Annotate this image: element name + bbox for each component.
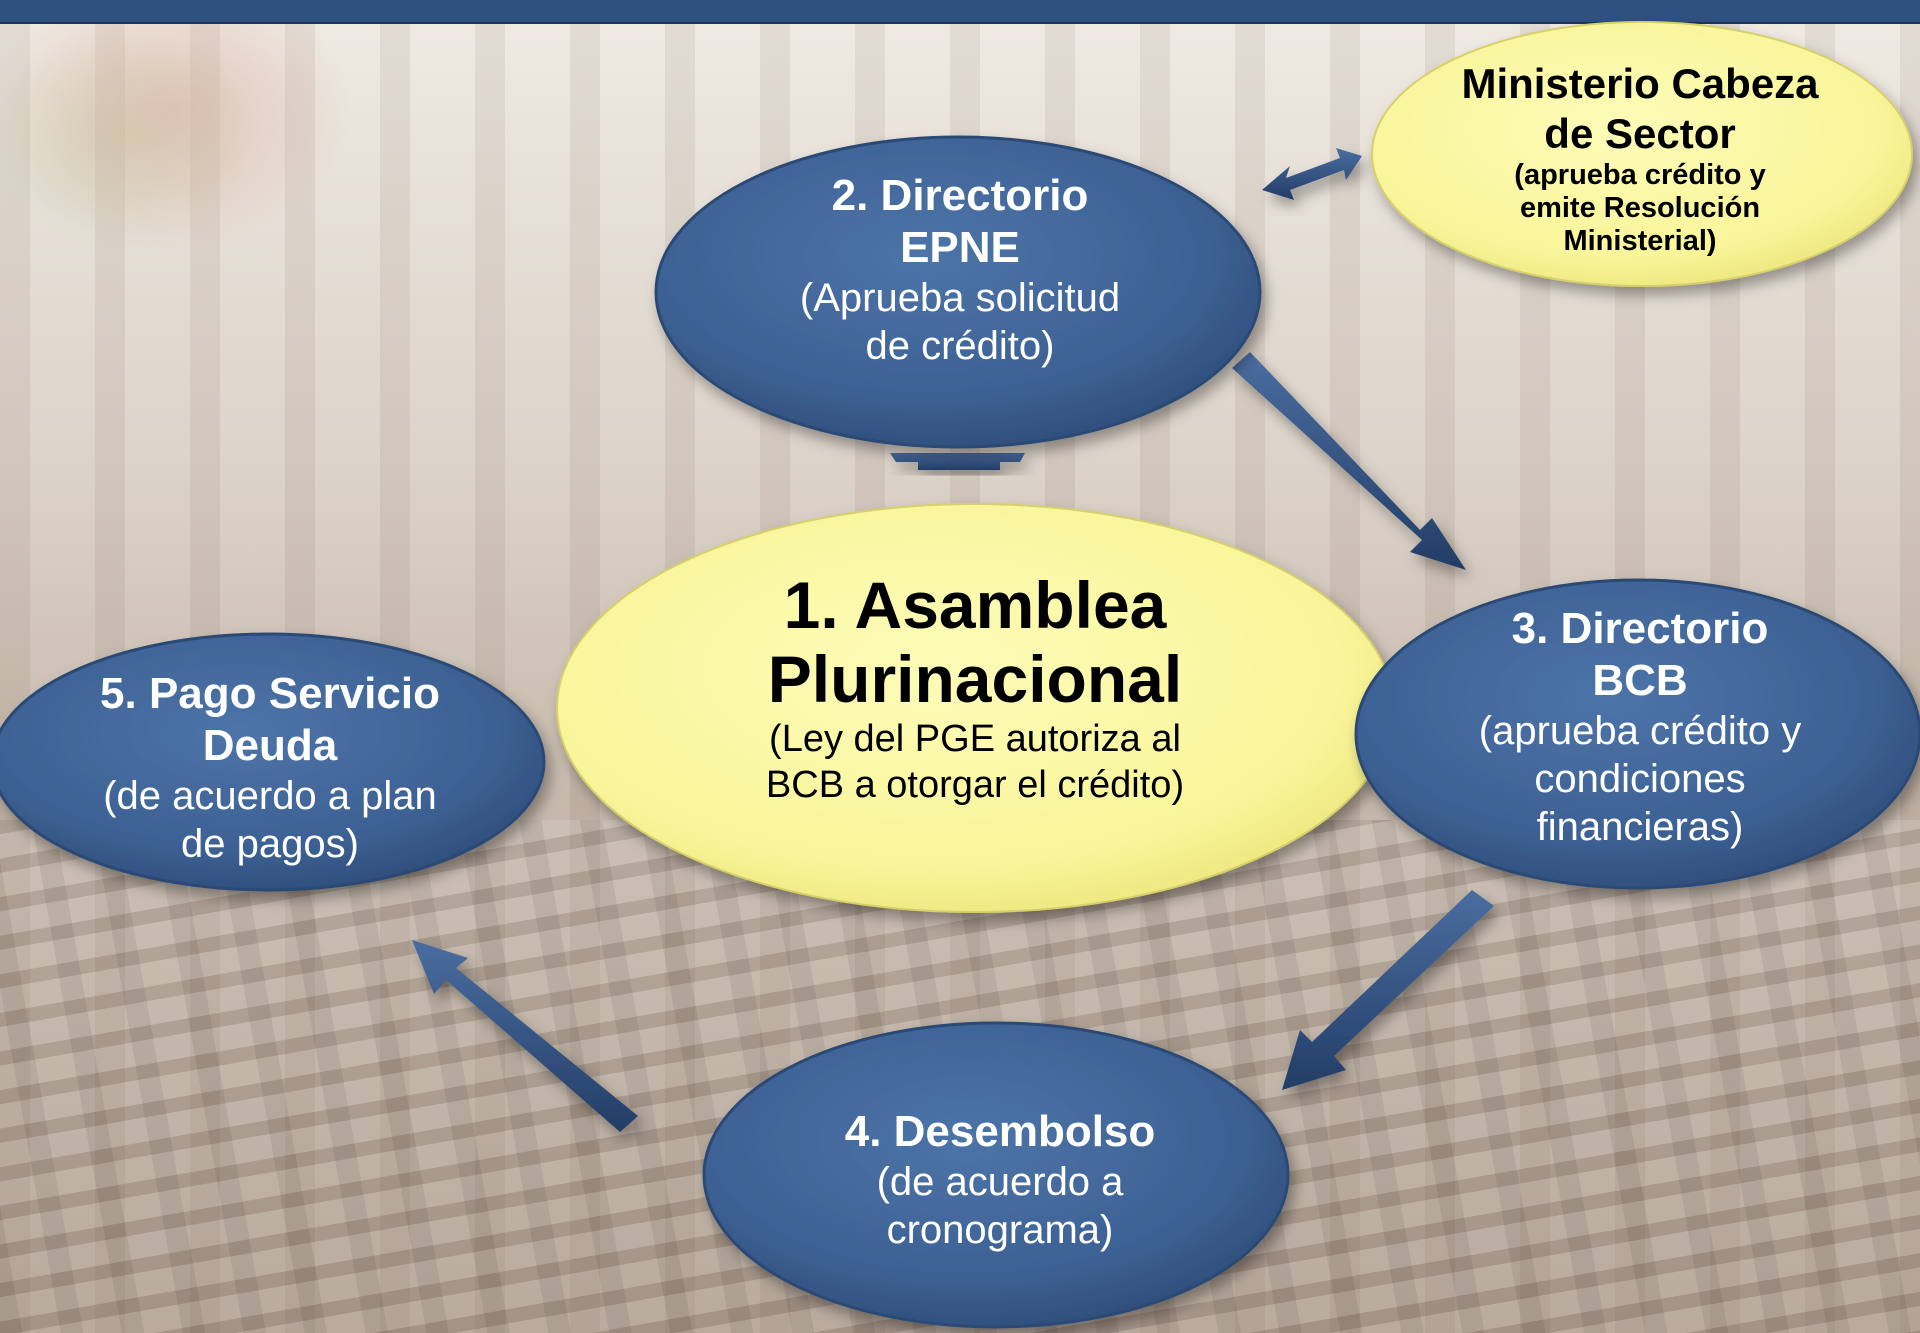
arrow-asamblea-to-epne	[890, 453, 1025, 470]
node-description: de pagos)	[181, 822, 359, 866]
node-description: (de acuerdo a	[876, 1160, 1124, 1204]
node-description: financieras)	[1536, 805, 1744, 849]
node-directorio-epne: 2. Directorio EPNE (Aprueba solicitud de…	[700, 160, 1220, 380]
node-ministerio: Ministerio Cabeza de Sector (aprueba cré…	[1400, 48, 1880, 268]
node-description: condiciones	[1534, 757, 1746, 801]
arrow-epne-to-bcb	[1232, 352, 1466, 570]
node-description: BCB a otorgar el crédito)	[765, 764, 1185, 806]
node-directorio-epne-shape	[654, 135, 1262, 449]
node-asamblea: 1. Asamblea Plurinacional (Ley del PGE a…	[640, 558, 1310, 818]
node-description: emite Resolución	[1519, 191, 1761, 224]
node-title: EPNE	[900, 223, 1020, 272]
node-title: Ministerio Cabeza	[1461, 59, 1819, 107]
node-title: Deuda	[202, 721, 338, 770]
node-title: 3. Directorio	[1511, 604, 1769, 653]
arrow-desembolso-to-pago	[412, 940, 638, 1132]
node-title: 4. Desembolso	[844, 1107, 1156, 1156]
node-description: (de acuerdo a plan	[103, 774, 437, 818]
node-description: (Aprueba solicitud	[799, 276, 1121, 320]
node-description: Ministerial)	[1563, 224, 1717, 257]
node-title: de Sector	[1544, 109, 1736, 157]
node-directorio-bcb-shape	[1354, 578, 1920, 890]
node-directorio-bcb: 3. Directorio BCB (aprueba crédito y con…	[1380, 592, 1900, 862]
node-title: 2. Directorio	[831, 171, 1089, 220]
node-description: (aprueba crédito y	[1514, 158, 1766, 191]
node-ministerio-shape	[1371, 21, 1913, 287]
node-pago-servicio-shape	[0, 632, 546, 892]
node-description: (aprueba crédito y	[1478, 709, 1802, 753]
node-desembolso-shape	[702, 1021, 1290, 1329]
arrow-bcb-to-desembolso	[1282, 890, 1494, 1090]
node-desembolso: 4. Desembolso (de acuerdo a cronograma)	[750, 1090, 1250, 1270]
node-pago-servicio: 5. Pago Servicio Deuda (de acuerdo a pla…	[20, 658, 520, 878]
node-title: Plurinacional	[767, 642, 1183, 716]
node-title: BCB	[1592, 656, 1688, 705]
node-title: 1. Asamblea	[783, 568, 1167, 642]
node-description: de crédito)	[865, 324, 1055, 368]
node-title: 5. Pago Servicio	[100, 669, 440, 718]
arrow-epne-ministerio	[1262, 148, 1362, 200]
node-description: cronograma)	[886, 1208, 1114, 1252]
title-bar	[0, 0, 1920, 24]
node-description: (Ley del PGE autoriza al	[769, 718, 1181, 760]
